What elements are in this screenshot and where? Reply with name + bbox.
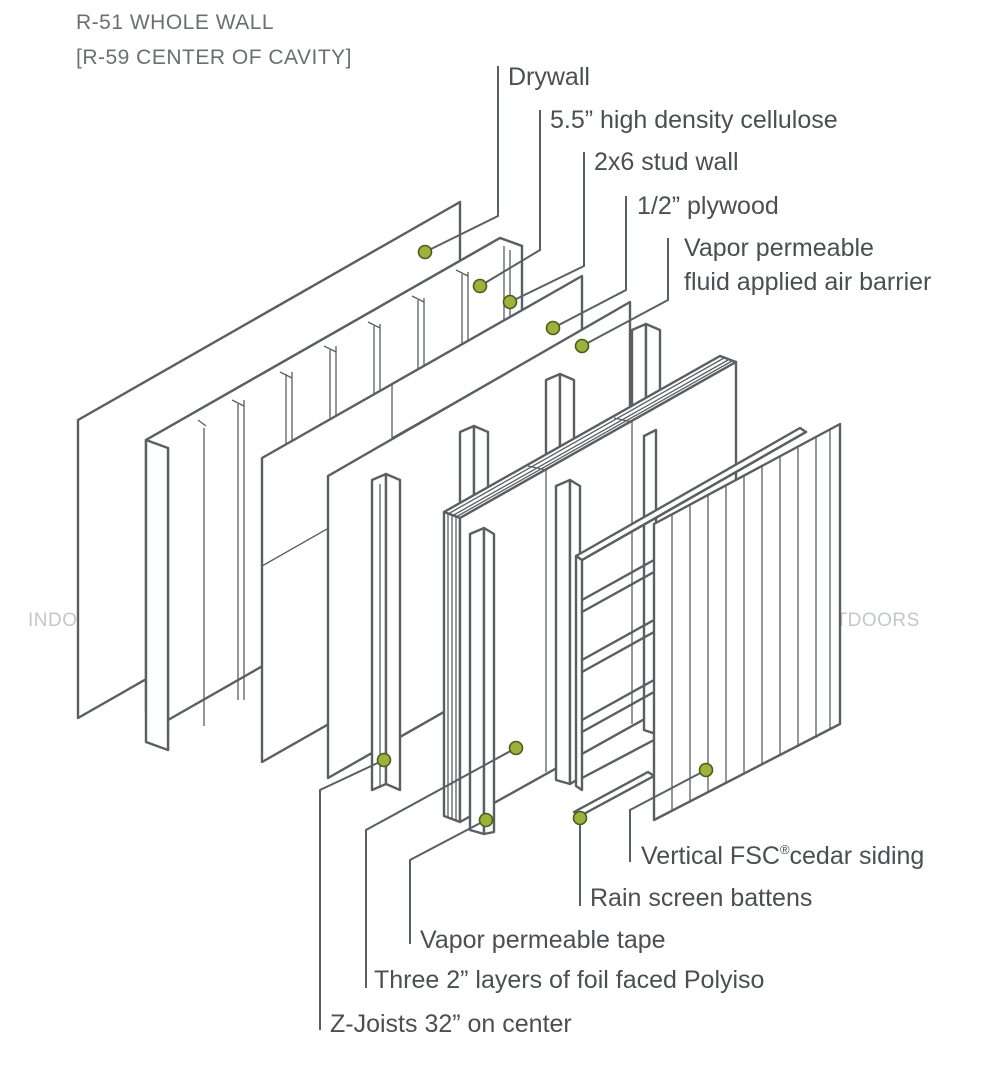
- header-center-cavity: [R-59 CENTER OF CAVITY]: [76, 46, 352, 69]
- siding-callout-dot: [698, 762, 714, 778]
- label-vapor-tape: Vapor permeable tape: [420, 926, 666, 954]
- polyiso-callout-dot: [508, 740, 524, 756]
- cedar-siding-panel: [652, 422, 842, 822]
- label-cellulose: 5.5” high density cellulose: [550, 106, 838, 134]
- label-z-joists: Z-Joists 32” on center: [330, 1010, 572, 1038]
- label-plywood: 1/2” plywood: [637, 192, 779, 220]
- leader-lines: [319, 66, 707, 1030]
- label-rain-screen-battens: Rain screen battens: [590, 884, 812, 912]
- air-barrier-callout-dot: [574, 338, 590, 354]
- label-cedar-siding-pre: Vertical FSC: [641, 842, 780, 870]
- tape-callout-dot: [478, 812, 494, 828]
- z-joists-callout-dot: [376, 752, 392, 768]
- battens-callout-dot: [572, 810, 588, 826]
- label-cedar-siding: Vertical FSC®cedar siding: [641, 842, 924, 870]
- label-air-barrier-line1: Vapor permeable: [684, 234, 874, 262]
- cellulose-callout-dot: [472, 278, 488, 294]
- header-rating: R-51 WHOLE WALL: [76, 11, 274, 34]
- label-registered-mark: ®: [780, 842, 790, 857]
- label-cedar-siding-post: cedar siding: [790, 842, 925, 870]
- label-stud-wall: 2x6 stud wall: [594, 148, 739, 176]
- drywall-callout-dot: [417, 244, 433, 260]
- label-polyiso: Three 2” layers of foil faced Polyiso: [374, 966, 764, 994]
- label-air-barrier-line2: fluid applied air barrier: [684, 268, 931, 296]
- label-drywall: Drywall: [508, 63, 590, 91]
- rain-screen-battens: [572, 426, 808, 818]
- plywood-callout-dot: [545, 320, 561, 336]
- stud-wall-callout-dot: [502, 294, 518, 310]
